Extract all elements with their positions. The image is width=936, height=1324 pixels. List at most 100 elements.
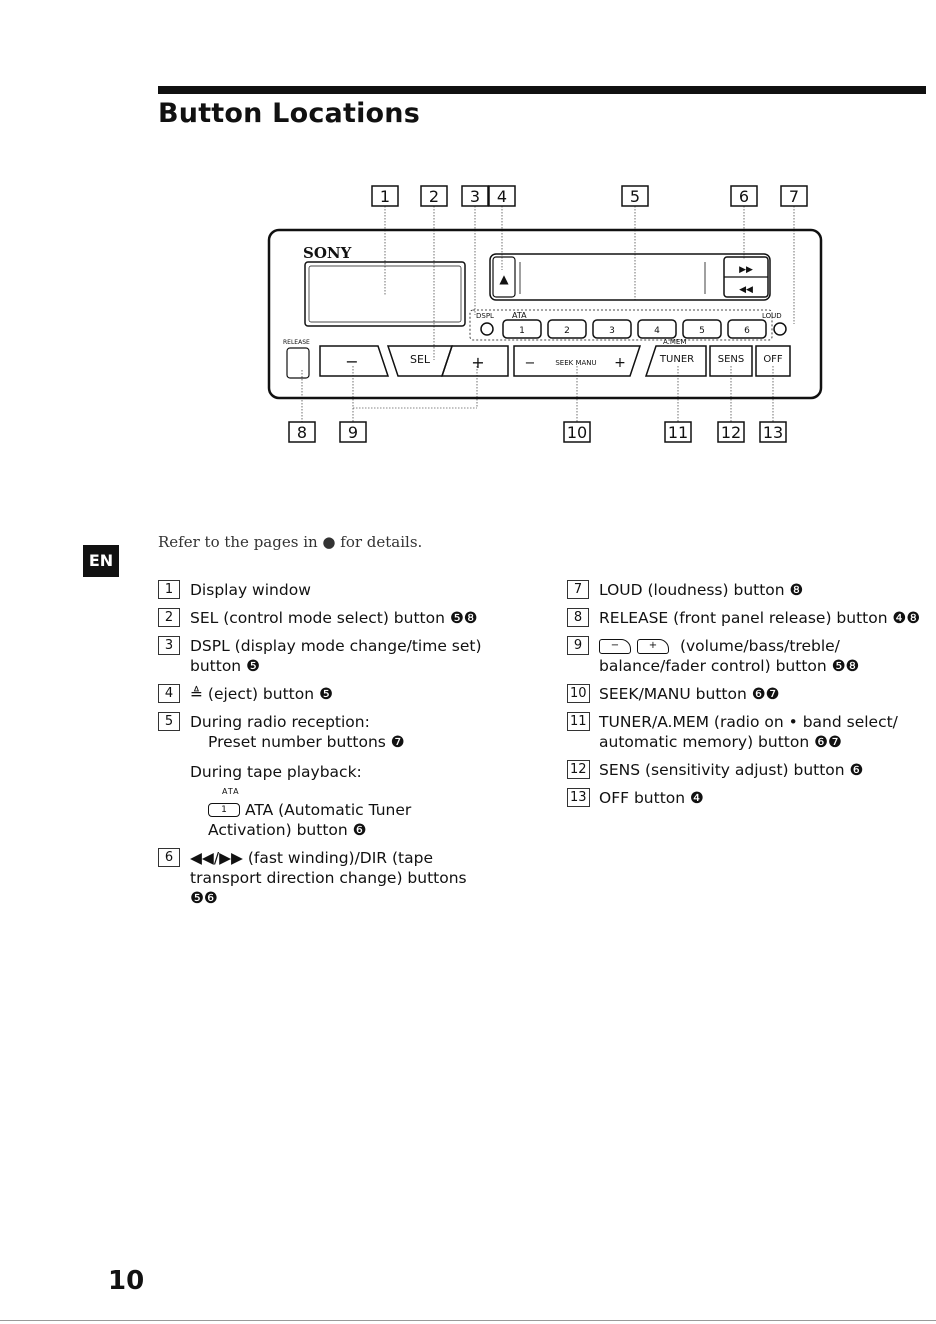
svg-text:SENS: SENS — [718, 354, 745, 365]
plus-button-icon: + — [637, 639, 669, 654]
svg-text:4: 4 — [654, 326, 660, 336]
legend-item: 5 During radio reception: Preset number … — [158, 712, 498, 840]
svg-text:13: 13 — [763, 423, 783, 442]
svg-text:5: 5 — [699, 326, 705, 336]
item-number: 12 — [567, 760, 590, 779]
callout-11 — [664, 421, 692, 443]
svg-text:2: 2 — [564, 326, 570, 336]
dspl-button — [480, 322, 494, 336]
item-number: 5 — [158, 712, 180, 731]
svg-text:−: − — [525, 356, 536, 371]
svg-text:3: 3 — [470, 187, 480, 206]
legend-left-column: 1 Display window 2 SEL (control mode sel… — [158, 580, 498, 916]
svg-text:SEEK MANU: SEEK MANU — [555, 359, 596, 367]
svg-text:1: 1 — [380, 187, 390, 206]
legend-item: 10 SEEK/MANU button ❻❼ — [567, 684, 927, 704]
item-number: 7 — [567, 580, 589, 599]
item-text: RELEASE (front panel release) button ❹❽ — [599, 609, 921, 627]
item-text: TUNER/A.MEM (radio on • band select/ aut… — [599, 713, 898, 751]
item-number: 8 — [567, 608, 589, 627]
bottom-rule — [0, 1320, 936, 1321]
svg-text:OFF: OFF — [763, 354, 783, 365]
svg-text:11: 11 — [668, 423, 688, 442]
minus-button-icon: − — [599, 639, 631, 654]
volume-minus-button — [319, 345, 390, 377]
item-text: During radio reception: — [190, 713, 370, 731]
item-number: 3 — [158, 636, 180, 655]
legend-item: 7 LOUD (loudness) button ❽ — [567, 580, 927, 600]
svg-text:+: + — [471, 353, 484, 372]
legend-item: 13 OFF button ❹ — [567, 788, 927, 808]
preset-1-icon: 1 — [208, 802, 240, 817]
tuner-button — [644, 345, 707, 377]
svg-text:5: 5 — [630, 187, 640, 206]
legend-item: 2 SEL (control mode select) button ❺❽ — [158, 608, 498, 628]
item-text: ◀◀/▶▶ (fast winding)/DIR (tape transport… — [190, 849, 467, 907]
svg-text:2: 2 — [429, 187, 439, 206]
seek-manu-button — [513, 345, 642, 377]
brand-logo: SONY — [303, 244, 352, 262]
legend-item: 4 ≜ (eject) button ❺ — [158, 684, 498, 704]
legend-item: 6 ◀◀/▶▶ (fast winding)/DIR (tape transpo… — [158, 848, 498, 908]
legend-item: 3 DSPL (display mode change/time set) bu… — [158, 636, 498, 676]
svg-text:1: 1 — [519, 326, 525, 336]
preset-4 — [637, 319, 677, 339]
item-text: (volume/bass/treble/ — [679, 637, 840, 655]
svg-text:3: 3 — [609, 326, 615, 336]
language-tab: EN — [83, 545, 119, 577]
preset-1 — [502, 319, 542, 339]
page-title: Button Locations — [158, 98, 420, 129]
refer-note: Refer to the pages in ● for details. — [158, 533, 423, 551]
legend-item: 11 TUNER/A.MEM (radio on • band select/ … — [567, 712, 927, 752]
item-number: 10 — [567, 684, 590, 703]
svg-text:−: − — [345, 352, 358, 371]
svg-text:A.MEM: A.MEM — [663, 338, 686, 346]
svg-text:ATA: ATA — [512, 311, 527, 320]
item-number: 6 — [158, 848, 180, 867]
ata-tag: ATA — [222, 787, 240, 796]
preset-6 — [727, 319, 767, 339]
svg-text:TUNER: TUNER — [659, 354, 694, 365]
item-text: DSPL (display mode change/time set) butt… — [190, 637, 482, 675]
callout-9 — [339, 421, 367, 443]
svg-text:8: 8 — [297, 423, 307, 442]
svg-text:▶▶: ▶▶ — [739, 265, 753, 275]
svg-text:+: + — [614, 355, 626, 371]
item-text: Display window — [190, 581, 311, 599]
item-text: SEL (control mode select) button ❺❽ — [190, 609, 478, 627]
item-text: SEEK/MANU button ❻❼ — [599, 685, 780, 703]
volume-plus-button — [440, 345, 509, 377]
legend-right-column: 7 LOUD (loudness) button ❽ 8 RELEASE (fr… — [567, 580, 927, 816]
release-button — [286, 347, 310, 379]
callout-10 — [563, 421, 591, 443]
car-stereo-diagram: 1 2 3 4 5 6 7 8 9 10 11 12 13 SONY ▲ ▶▶ … — [267, 185, 823, 443]
callout-12 — [717, 421, 745, 443]
page-number: 10 — [108, 1266, 145, 1296]
legend-item: 1 Display window — [158, 580, 498, 600]
item-text: LOUD (loudness) button ❽ — [599, 581, 804, 599]
svg-text:▲: ▲ — [499, 272, 509, 286]
svg-text:6: 6 — [739, 187, 749, 206]
preset-5 — [682, 319, 722, 339]
item-number: 2 — [158, 608, 180, 627]
stereo-body — [267, 228, 823, 400]
item-number: 1 — [158, 580, 180, 599]
svg-text:7: 7 — [789, 187, 799, 206]
item-number: 11 — [567, 712, 590, 731]
item-text: ≜ (eject) button ❺ — [190, 685, 333, 703]
svg-text:10: 10 — [567, 423, 587, 442]
item-text: OFF button ❹ — [599, 789, 704, 807]
cassette-slot — [489, 253, 771, 301]
svg-text:RELEASE: RELEASE — [283, 339, 310, 346]
svg-text:◀◀: ◀◀ — [739, 285, 753, 295]
item-number: 4 — [158, 684, 180, 703]
svg-text:6: 6 — [744, 326, 750, 336]
svg-text:12: 12 — [721, 423, 741, 442]
svg-text:9: 9 — [348, 423, 358, 442]
callout-13 — [759, 421, 787, 443]
legend-item: 9 −+ (volume/bass/treble/ balance/fader … — [567, 636, 927, 676]
preset-3 — [592, 319, 632, 339]
item-sub-heading: During tape playback: — [190, 763, 362, 781]
svg-text:LOUD: LOUD — [762, 312, 782, 320]
item-text: SENS (sensitivity adjust) button ❻ — [599, 761, 864, 779]
